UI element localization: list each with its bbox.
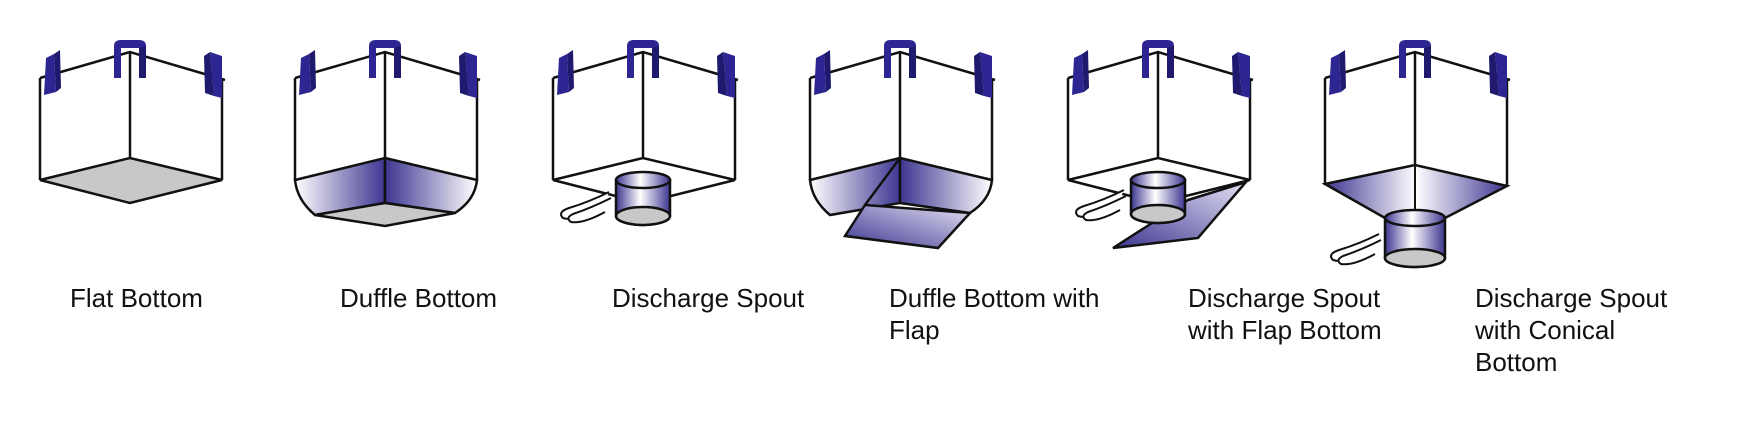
label-duffle-bottom-with-flap: Duffle Bottom with Flap <box>889 283 1100 345</box>
label-discharge-spout: Discharge Spout <box>612 283 805 313</box>
bag-discharge-spout-with-flap-bottom <box>1066 38 1255 250</box>
bag-duffle-bottom-with-flap <box>808 38 997 250</box>
label-flat-bottom: Flat Bottom <box>70 283 203 313</box>
label-discharge-spout-with-conical-bottom: Discharge Spout with Conical Bottom <box>1475 283 1668 377</box>
label-discharge-spout-with-flap-bottom: Discharge Spout with Flap Bottom <box>1188 283 1382 345</box>
bag-duffle-bottom <box>293 38 482 228</box>
bag-discharge-spout <box>551 38 740 227</box>
bag-flat-bottom <box>38 38 227 205</box>
bag-discharge-spout-with-conical-bottom <box>1321 38 1512 269</box>
label-duffle-bottom: Duffle Bottom <box>340 283 498 313</box>
